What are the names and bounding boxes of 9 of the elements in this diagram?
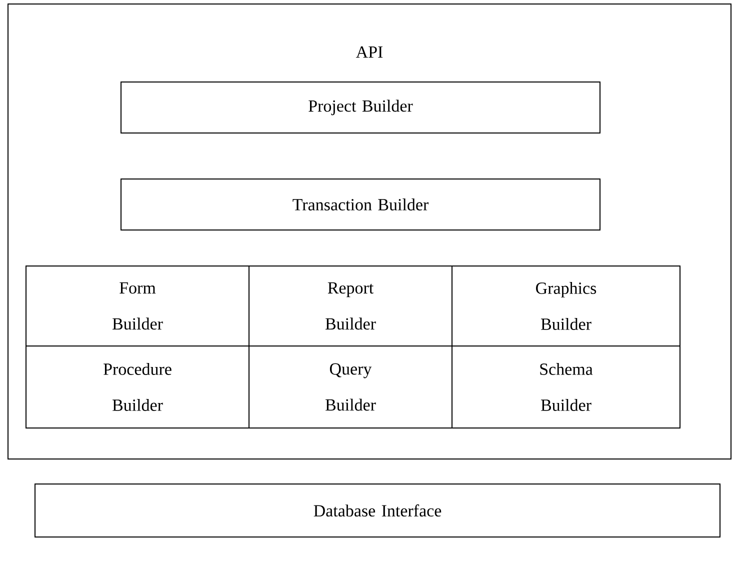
builder-cell: Graphics Builder: [452, 266, 680, 346]
builder-box: Project Builder: [120, 82, 600, 134]
builder-cell: Report Builder: [248, 266, 452, 346]
builder-cell: Schema Builder: [452, 346, 680, 428]
builder-cell: Query Builder: [248, 346, 452, 428]
interface-box: Database Interface: [34, 483, 720, 538]
builder-cell: Form Builder: [26, 266, 250, 346]
builder-box: Transaction Builder: [120, 178, 600, 230]
builder-cell: Procedure Builder: [26, 346, 250, 428]
